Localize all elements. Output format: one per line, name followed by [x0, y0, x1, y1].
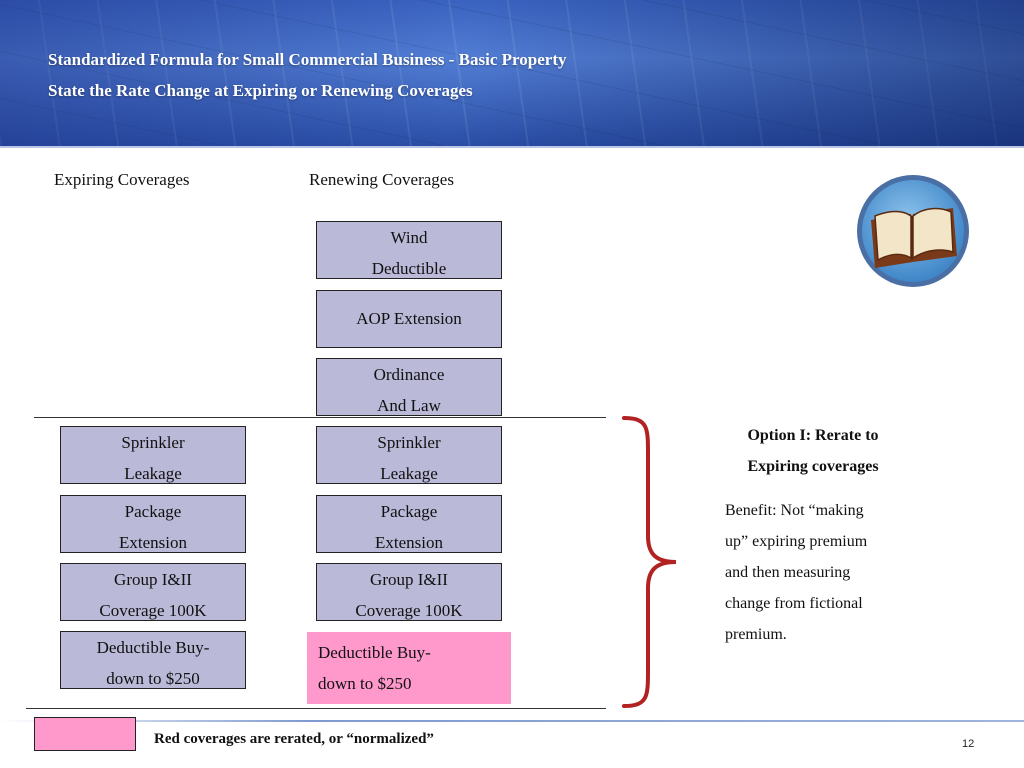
header-banner: Standardized Formula for Small Commercia…: [0, 0, 1024, 148]
renewing-box-wind-deductible: Wind Deductible: [316, 221, 502, 279]
box-line-1: Ordinance: [373, 365, 445, 384]
expiring-box-package-extension: Package Extension: [60, 495, 246, 553]
page-number: 12: [962, 738, 975, 750]
box-line-1: Sprinkler: [377, 433, 441, 452]
renewing-box-aop-extension: AOP Extension: [316, 290, 502, 348]
benefit-line: Benefit: Not “making: [725, 502, 864, 519]
box-line-2: Deductible: [371, 259, 447, 278]
open-book-icon: [857, 175, 969, 287]
box-line-1: Group I&II: [114, 570, 192, 589]
box-line-2: And Law: [377, 396, 441, 415]
box-line-1: Deductible Buy-: [96, 638, 210, 657]
expiring-box-sprinkler-leakage: Sprinkler Leakage: [60, 426, 246, 484]
footer-rule: [0, 720, 1024, 722]
expiring-box-group-coverage: Group I&II Coverage 100K: [60, 563, 246, 621]
legend-swatch: [34, 717, 136, 751]
box-line-1: AOP Extension: [356, 309, 462, 328]
box-line-2: Coverage 100K: [99, 601, 207, 620]
title-line-2: State the Rate Change at Expiring or Ren…: [48, 81, 473, 100]
renewing-box-deductible-buydown-rerated: Deductible Buy- down to $250: [307, 632, 511, 704]
box-line-1: Sprinkler: [121, 433, 185, 452]
renewing-coverages-heading: Renewing Coverages: [309, 170, 454, 189]
box-line-2: Leakage: [380, 464, 438, 483]
upper-divider-line: [34, 417, 606, 418]
box-line-1: Group I&II: [370, 570, 448, 589]
benefit-line: and then measuring: [725, 564, 851, 581]
expiring-coverages-heading: Expiring Coverages: [54, 170, 190, 189]
box-line-1: Deductible Buy-: [318, 643, 431, 662]
box-line-2: Leakage: [124, 464, 182, 483]
benefit-line: change from fictional: [725, 595, 863, 612]
legend-text: Red coverages are rerated, or “normalize…: [154, 731, 434, 747]
option-title: Option I: Rerate to Expiring coverages: [708, 420, 918, 482]
benefit-text: Benefit: Not “making up” expiring premiu…: [725, 495, 925, 650]
box-line-2: down to $250: [318, 674, 412, 693]
renewing-box-package-extension: Package Extension: [316, 495, 502, 553]
lower-divider-line: [26, 708, 606, 709]
right-curly-brace-icon: [622, 416, 677, 708]
benefit-line: premium.: [725, 626, 787, 643]
box-line-1: Package: [380, 502, 438, 521]
expiring-box-deductible-buydown: Deductible Buy- down to $250: [60, 631, 246, 689]
box-line-2: down to $250: [106, 669, 200, 688]
option-title-line-1: Option I: Rerate to: [747, 427, 879, 444]
box-line-1: Package: [124, 502, 182, 521]
renewing-box-ordinance-and-law: Ordinance And Law: [316, 358, 502, 416]
renewing-box-sprinkler-leakage: Sprinkler Leakage: [316, 426, 502, 484]
renewing-box-group-coverage: Group I&II Coverage 100K: [316, 563, 502, 621]
box-line-1: Wind: [390, 228, 428, 247]
box-line-2: Coverage 100K: [355, 601, 463, 620]
option-title-line-2: Expiring coverages: [747, 458, 879, 475]
title-line-1: Standardized Formula for Small Commercia…: [48, 50, 567, 69]
box-line-2: Extension: [119, 533, 187, 552]
benefit-line: up” expiring premium: [725, 533, 868, 550]
box-line-2: Extension: [375, 533, 443, 552]
